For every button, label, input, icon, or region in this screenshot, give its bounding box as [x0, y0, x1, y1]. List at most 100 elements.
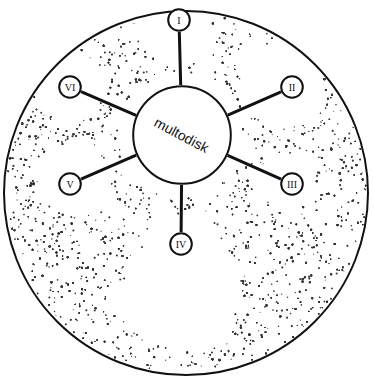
stipple-dot	[78, 312, 79, 313]
stipple-dot	[103, 265, 105, 267]
stipple-dot	[292, 336, 294, 338]
stipple-dot	[279, 212, 281, 214]
stipple-dot	[107, 285, 108, 286]
stipple-dot	[80, 278, 82, 280]
stipple-dot	[138, 79, 140, 81]
stipple-dot	[38, 156, 40, 158]
stipple-dot	[291, 325, 293, 327]
stipple-dot	[338, 258, 339, 259]
stipple-dot	[100, 102, 101, 103]
stipple-dot	[276, 301, 278, 303]
stipple-dot	[279, 152, 280, 153]
stipple-dot	[22, 236, 24, 238]
stipple-dot	[141, 246, 142, 247]
stipple-dot	[29, 229, 31, 231]
stipple-dot	[97, 118, 99, 120]
stipple-dot	[114, 138, 116, 140]
stipple-dot	[243, 295, 245, 297]
stipple-dot	[234, 255, 235, 256]
stipple-dot	[237, 334, 239, 336]
stipple-dot	[271, 132, 272, 133]
stipple-dot	[122, 43, 124, 45]
stipple-dot	[119, 149, 120, 150]
stipple-dot	[258, 285, 260, 287]
stipple-dot	[216, 211, 218, 213]
stipple-dot	[138, 79, 140, 81]
stipple-dot	[72, 229, 74, 231]
stipple-dot	[219, 359, 221, 361]
stipple-dot	[58, 212, 60, 214]
stipple-dot	[232, 93, 233, 94]
stipple-dot	[273, 290, 275, 292]
stipple-dot	[327, 193, 329, 195]
stipple-dot	[245, 245, 247, 247]
stipple-dot	[275, 219, 276, 220]
stipple-dot	[41, 275, 43, 277]
stipple-dot	[35, 221, 36, 222]
stipple-dot	[301, 304, 303, 306]
stipple-dot	[73, 241, 75, 243]
stipple-dot	[209, 203, 211, 205]
stipple-dot	[81, 276, 83, 278]
stipple-dot	[268, 294, 269, 295]
stipple-dot	[33, 191, 35, 193]
stipple-dot	[321, 257, 322, 258]
stipple-dot	[222, 56, 223, 57]
stipple-dot	[326, 302, 327, 303]
stipple-dot	[104, 298, 105, 299]
stipple-dot	[265, 353, 267, 355]
stipple-dot	[232, 214, 233, 215]
stipple-dot	[331, 288, 333, 290]
stipple-dot	[291, 325, 293, 327]
stipple-dot	[58, 245, 60, 247]
stipple-dot	[251, 359, 253, 361]
stipple-dot	[276, 245, 278, 247]
stipple-dot	[14, 229, 16, 231]
stipple-dot	[121, 92, 123, 94]
stipple-dot	[37, 136, 39, 138]
stipple-dot	[136, 334, 137, 335]
stipple-dot	[244, 188, 246, 190]
stipple-dot	[245, 247, 246, 248]
stipple-dot	[125, 205, 126, 206]
stipple-dot	[95, 273, 97, 275]
stipple-dot	[62, 258, 63, 259]
stipple-dot	[246, 222, 248, 224]
stipple-dot	[100, 56, 101, 57]
stipple-dot	[100, 102, 101, 103]
stipple-dot	[96, 229, 98, 231]
stipple-dot	[305, 262, 307, 264]
stipple-dot	[216, 42, 218, 44]
stipple-dot	[261, 334, 263, 336]
stipple-dot	[271, 132, 272, 133]
stipple-dot	[115, 270, 117, 272]
stipple-dot	[330, 147, 331, 148]
stipple-dot	[117, 237, 119, 239]
stipple-dot	[19, 144, 20, 145]
stipple-dot	[343, 161, 345, 163]
stipple-dot	[117, 93, 119, 95]
stipple-dot	[257, 119, 259, 121]
stipple-dot	[294, 308, 296, 310]
stipple-dot	[229, 54, 230, 55]
stipple-dot	[351, 156, 352, 157]
stipple-dot	[28, 119, 30, 121]
stipple-dot	[340, 188, 342, 190]
stipple-dot	[121, 92, 123, 94]
stipple-dot	[350, 143, 351, 144]
stipple-dot	[27, 185, 28, 186]
stipple-dot	[118, 39, 119, 40]
stipple-dot	[27, 207, 29, 209]
stipple-dot	[123, 321, 124, 322]
stipple-dot	[126, 334, 128, 336]
stipple-dot	[62, 214, 64, 216]
stipple-dot	[232, 34, 233, 35]
stipple-dot	[295, 224, 297, 226]
stipple-dot	[58, 291, 59, 292]
stipple-dot	[50, 119, 51, 120]
stipple-dot	[259, 298, 260, 299]
stipple-dot	[102, 131, 103, 132]
stipple-dot	[18, 138, 19, 139]
stipple-dot	[279, 212, 281, 214]
stipple-dot	[284, 341, 286, 343]
